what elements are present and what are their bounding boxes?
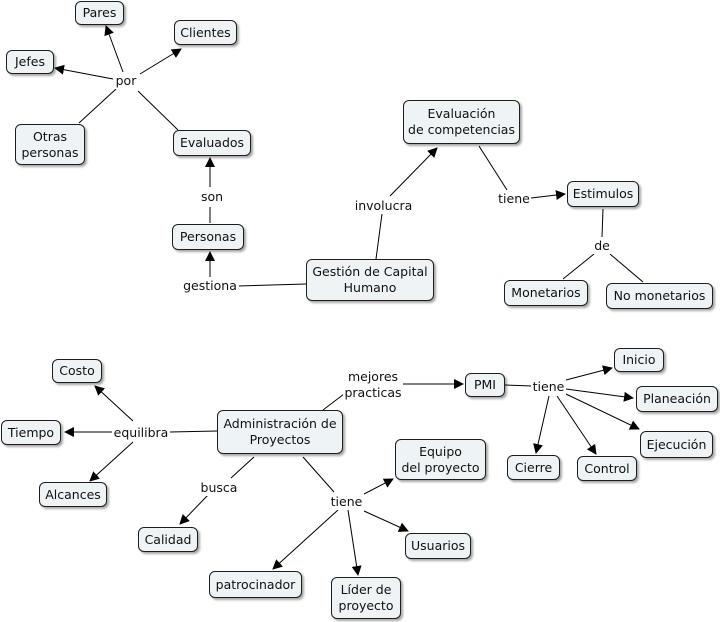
line-tiene-ejecucion: [565, 393, 640, 430]
concept-alcances[interactable]: Alcances: [39, 482, 107, 507]
concept-costo[interactable]: Costo: [52, 359, 102, 383]
concept-pmi[interactable]: PMI: [465, 373, 505, 397]
line-estimulos-de: [601, 208, 604, 238]
link-tiene-proyecto: tiene: [329, 493, 364, 510]
line-equilibra-costo: [94, 385, 134, 422]
line-de-nomonetarios: [609, 253, 644, 283]
concept-control[interactable]: Control: [577, 456, 637, 481]
line-por-clientes: [139, 48, 182, 75]
link-busca: busca: [199, 479, 239, 496]
concept-administracion-proyectos[interactable]: Administración de Proyectos: [217, 410, 343, 454]
concept-calidad[interactable]: Calidad: [138, 527, 198, 552]
line-por-jefes: [54, 64, 114, 80]
link-tiene-pmi: tiene: [531, 378, 566, 395]
concept-personas[interactable]: Personas: [172, 224, 244, 250]
line-gestion-gestiona: [237, 283, 307, 287]
concept-patrocinador[interactable]: patrocinador: [209, 571, 302, 598]
line-tiene-usuarios: [363, 510, 409, 532]
concept-usuarios[interactable]: Usuarios: [405, 533, 471, 559]
concept-ejecucion[interactable]: Ejecución: [640, 431, 713, 458]
concept-tiempo[interactable]: Tiempo: [1, 420, 61, 445]
line-tiene-planeacion: [565, 388, 634, 402]
concept-clientes[interactable]: Clientes: [174, 20, 237, 45]
line-evaluados-por: [137, 90, 179, 131]
link-tiene-estimulos: tiene: [497, 190, 531, 207]
line-admin-mejores: [322, 393, 345, 411]
line-gestion-involucra: [375, 213, 383, 260]
link-gestiona: gestiona: [181, 277, 239, 294]
line-involucra-evaluacion: [389, 147, 438, 197]
concept-inicio[interactable]: Inicio: [614, 348, 664, 372]
concept-jefes[interactable]: Jefes: [6, 50, 54, 74]
concept-estimulos[interactable]: Estimulos: [567, 181, 639, 207]
link-mejores-practicas: mejores practicas: [343, 368, 403, 401]
line-busca-calidad: [179, 494, 209, 525]
concept-lider-proyecto[interactable]: Líder de proyecto: [331, 577, 401, 619]
line-tiene-lider: [347, 509, 362, 576]
line-admin-busca: [230, 456, 255, 479]
link-por: por: [113, 72, 139, 89]
line-admin-tiene: [302, 456, 335, 493]
line-tiene-cierre: [533, 395, 550, 454]
concept-evaluados[interactable]: Evaluados: [173, 130, 251, 156]
link-involucra: involucra: [354, 197, 413, 214]
line-por-pares: [104, 25, 124, 73]
concept-cierre[interactable]: Cierre: [507, 455, 560, 480]
line-evaluacion-tiene: [478, 145, 508, 191]
concept-planeacion[interactable]: Planeación: [636, 386, 718, 412]
line-pmi-tiene: [504, 384, 533, 387]
link-de: de: [591, 238, 613, 254]
concept-no-monetarios[interactable]: No monetarios: [606, 283, 713, 309]
line-tiene-equipo: [363, 478, 394, 495]
concept-equipo-proyecto[interactable]: Equipo del proyecto: [395, 439, 486, 480]
link-son: son: [198, 188, 226, 205]
concept-pares[interactable]: Pares: [75, 1, 124, 25]
line-tiene-patrocinador: [272, 509, 339, 570]
line-de-monetarios: [562, 253, 595, 280]
concept-gestion-capital-humano[interactable]: Gestión de Capital Humano: [306, 259, 434, 301]
line-tiene-control: [556, 395, 597, 455]
line-admin-equilibra: [169, 430, 218, 433]
line-equilibra-alcances: [89, 441, 134, 482]
concept-evaluacion-competencias[interactable]: Evaluación de competencias: [403, 100, 520, 144]
line-por-otras: [78, 88, 117, 124]
line-tiene-estimulos: [530, 190, 566, 201]
link-equilibra: equilibra: [112, 424, 170, 441]
line-tiene-inicio: [565, 365, 613, 381]
concept-monetarios[interactable]: Monetarios: [504, 280, 588, 306]
concept-otras-personas[interactable]: Otras personas: [15, 124, 85, 165]
